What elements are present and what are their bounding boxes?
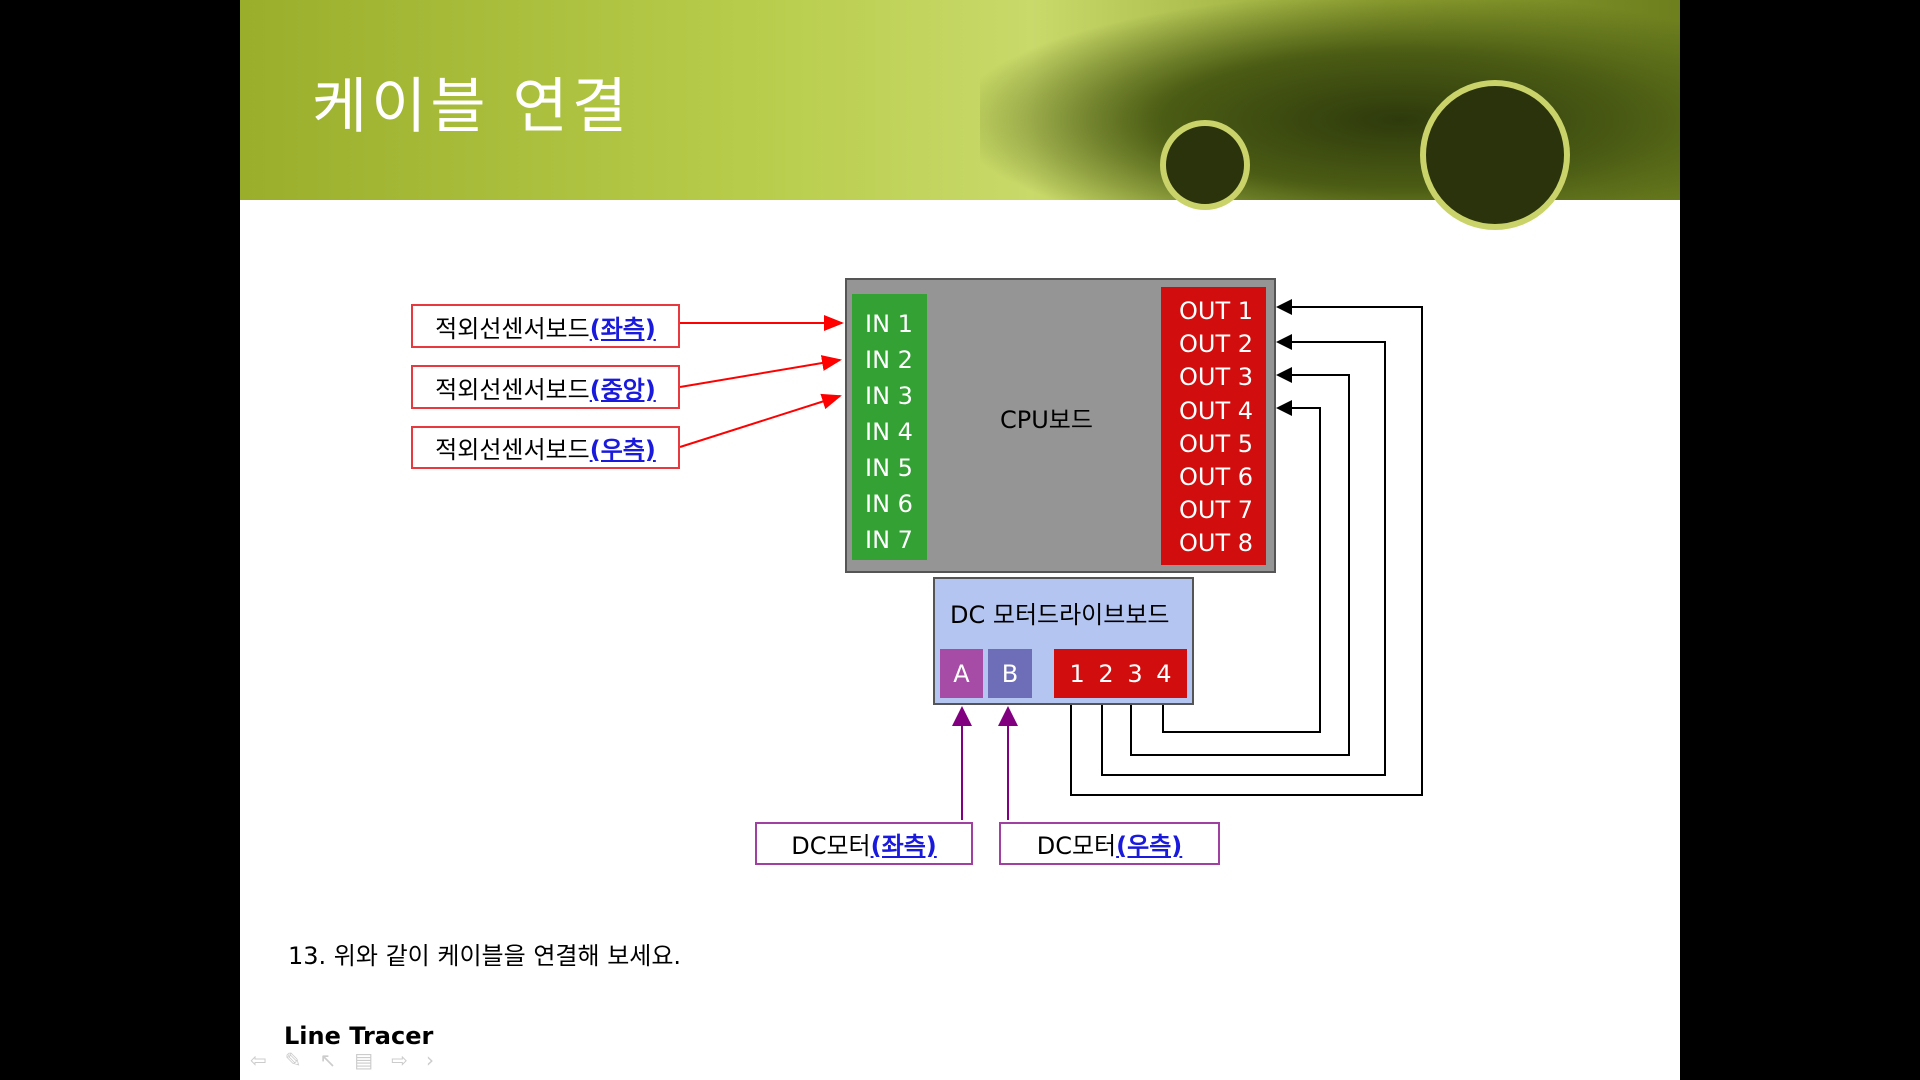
wire-out3 <box>1130 367 1350 756</box>
motor-side-link[interactable]: (우측) <box>1116 832 1183 860</box>
slide: 케이블 연결 적외선센서보드(좌측) 적외선센서보드(중앙) 적외선센서보드(우… <box>240 0 1680 1080</box>
output-port: OUT 4 <box>1179 396 1254 425</box>
input-port: IN 3 <box>865 382 913 410</box>
motor-driver-label: DC 모터드라이브보드 <box>950 601 1170 629</box>
sensor-side-link[interactable]: (우측) <box>589 436 656 464</box>
input-port: IN 6 <box>865 490 913 518</box>
port-b: B <box>988 649 1032 698</box>
instruction-text: 13. 위와 같이 케이블을 연결해 보세요. <box>288 942 682 970</box>
port-a: A <box>940 649 983 698</box>
header-banner: 케이블 연결 <box>240 0 1680 230</box>
sensor-board-center: 적외선센서보드(중앙) <box>411 365 680 409</box>
wiring-diagram <box>679 299 1423 820</box>
chevron-right-icon[interactable]: › <box>425 1048 434 1072</box>
motor-label: DC모터 <box>1036 832 1117 860</box>
sensor-board-left: 적외선센서보드(좌측) <box>411 304 680 348</box>
sensor-label: 적외선센서보드 <box>435 314 590 343</box>
input-port: IN 5 <box>865 454 913 482</box>
wire-sensor-right <box>679 393 842 448</box>
sensor-label: 적외선센서보드 <box>435 375 590 404</box>
sensor-board-right: 적외선센서보드(우측) <box>411 426 680 469</box>
pointer-icon[interactable]: ↖ <box>319 1048 337 1072</box>
wire-sensor-center <box>679 355 842 388</box>
footer-title: Line Tracer <box>284 1022 434 1050</box>
sensor-label: 적외선센서보드 <box>435 436 590 464</box>
input-ports: IN 1 IN 2 IN 3 IN 4 IN 5 IN 6 IN 7 <box>852 294 927 560</box>
input-port: IN 7 <box>865 526 913 554</box>
dc-motor-right: DC모터(우측) <box>999 822 1220 865</box>
output-port: OUT 8 <box>1179 529 1254 558</box>
pen-icon[interactable]: ✎ <box>284 1048 302 1072</box>
output-ports: OUT 1 OUT 2 OUT 3 OUT 4 OUT 5 OUT 6 OUT … <box>1161 287 1266 565</box>
motor-label: DC모터 <box>791 832 871 860</box>
wire-out4 <box>1162 400 1321 733</box>
cpu-board-label: CPU보드 <box>1000 406 1093 434</box>
robot-image <box>980 0 1680 230</box>
output-port: OUT 1 <box>1179 297 1254 325</box>
slide-title: 케이블 연결 <box>312 72 632 142</box>
input-port: IN 2 <box>865 346 913 374</box>
wire-out1 <box>1070 299 1423 796</box>
sensor-side-link[interactable]: (중앙) <box>589 375 656 404</box>
previous-arrow-icon[interactable]: ⇦ <box>250 1048 267 1072</box>
sensor-side-link[interactable]: (좌측) <box>589 314 656 343</box>
output-port: OUT 7 <box>1179 496 1254 525</box>
input-port: IN 1 <box>865 310 913 338</box>
dc-motor-left: DC모터(좌측) <box>755 822 973 865</box>
output-port: OUT 5 <box>1179 429 1254 458</box>
output-port: OUT 2 <box>1179 330 1254 359</box>
slideshow-toolbar: ⇦ ✎ ↖ ▤ ⇨ › <box>250 1048 434 1072</box>
wire-out2 <box>1101 334 1386 776</box>
output-port: OUT 3 <box>1179 363 1254 392</box>
port-1234: 1 2 3 4 <box>1054 649 1187 698</box>
menu-icon[interactable]: ▤ <box>354 1048 374 1072</box>
motor-side-link[interactable]: (좌측) <box>870 832 937 860</box>
next-arrow-icon[interactable]: ⇨ <box>391 1048 408 1072</box>
output-port: OUT 6 <box>1179 463 1254 492</box>
input-port: IN 4 <box>865 418 913 446</box>
